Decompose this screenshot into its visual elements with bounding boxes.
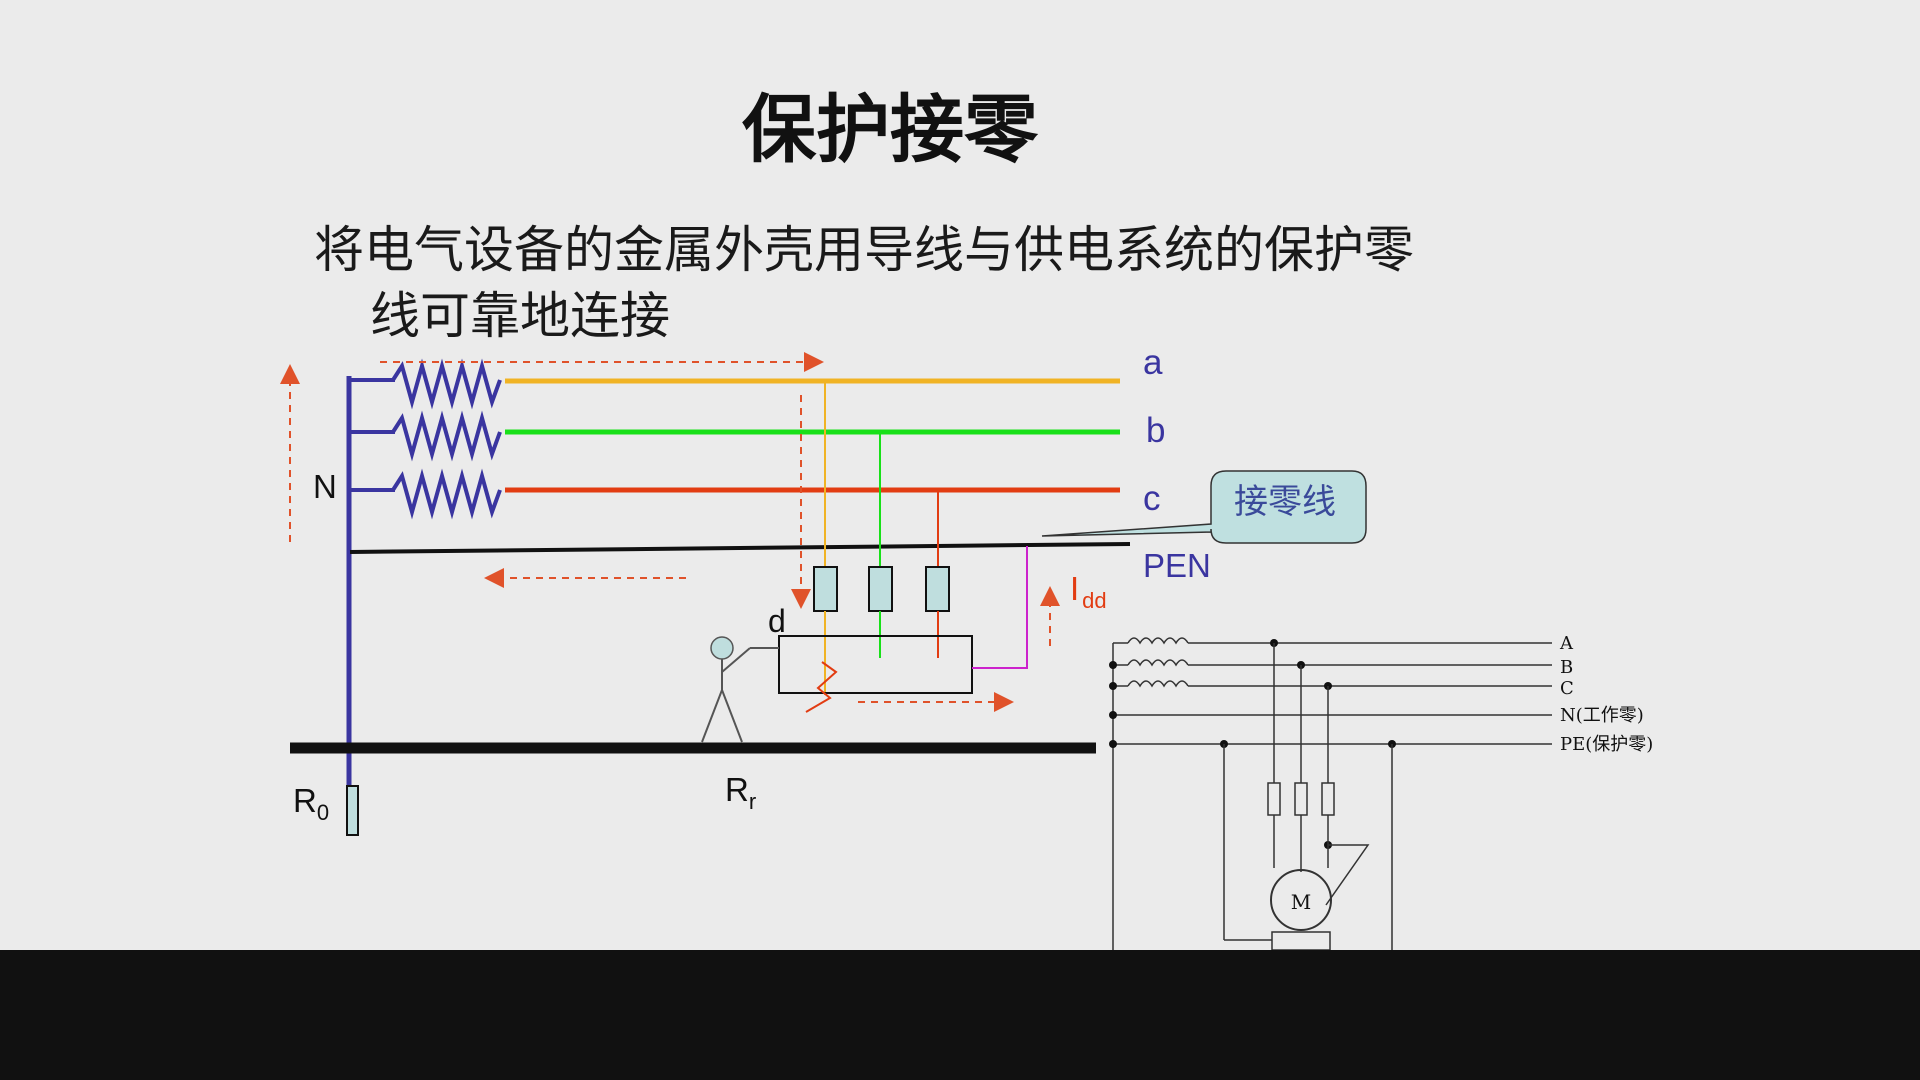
small-fuse-b — [1294, 782, 1308, 816]
label-rr: Rr — [725, 771, 756, 814]
fuse-b — [868, 566, 893, 612]
motor-base — [1271, 931, 1331, 950]
label-b: b — [1146, 411, 1165, 450]
equipment-enclosure — [778, 635, 973, 694]
slide-title: 保护接零 — [742, 87, 1038, 173]
motor-label: M — [1291, 890, 1311, 914]
label-d: d — [768, 603, 786, 639]
person-head — [710, 636, 734, 660]
label-n: N — [313, 468, 337, 505]
label-r0: R0 — [293, 782, 329, 825]
r0-electrode — [346, 785, 359, 836]
tn-s-diagram: M A B C N(工作零) PE(保护零) — [1109, 633, 1653, 950]
label-a: a — [1143, 343, 1163, 382]
description-line-2: 线可靠地连接 — [370, 287, 670, 345]
pen-line — [349, 542, 1131, 554]
slide: 保护接零 将电气设备的金属外壳用导线与供电系统的保护零 线可靠地连接 — [280, 87, 1654, 950]
small-label-pe: PE(保护零) — [1560, 734, 1653, 755]
coil-c — [391, 468, 502, 520]
fault-spark — [805, 661, 838, 713]
coil-b — [391, 410, 502, 462]
small-coil-b — [1127, 659, 1189, 667]
fuse-a — [813, 566, 838, 612]
label-c: c — [1143, 479, 1161, 518]
coil-a — [391, 358, 502, 410]
small-fuse-a — [1267, 782, 1281, 816]
fuse-c — [925, 566, 950, 612]
small-label-a: A — [1559, 633, 1574, 654]
small-label-c: C — [1560, 678, 1574, 699]
video-bottom-bar — [0, 950, 1920, 1080]
callout-text: 接零线 — [1234, 482, 1336, 522]
small-fuse-c — [1321, 782, 1335, 816]
callout-bubble — [1041, 470, 1367, 544]
small-label-b: B — [1560, 657, 1573, 678]
description-line-1: 将电气设备的金属外壳用导线与供电系统的保护零 — [314, 221, 1414, 279]
label-pen: PEN — [1143, 547, 1211, 584]
small-coil-a — [1127, 637, 1189, 645]
protective-connection — [972, 546, 1028, 669]
small-label-n: N(工作零) — [1560, 705, 1644, 726]
small-coil-c — [1127, 680, 1189, 688]
motor-circle — [1270, 869, 1332, 931]
